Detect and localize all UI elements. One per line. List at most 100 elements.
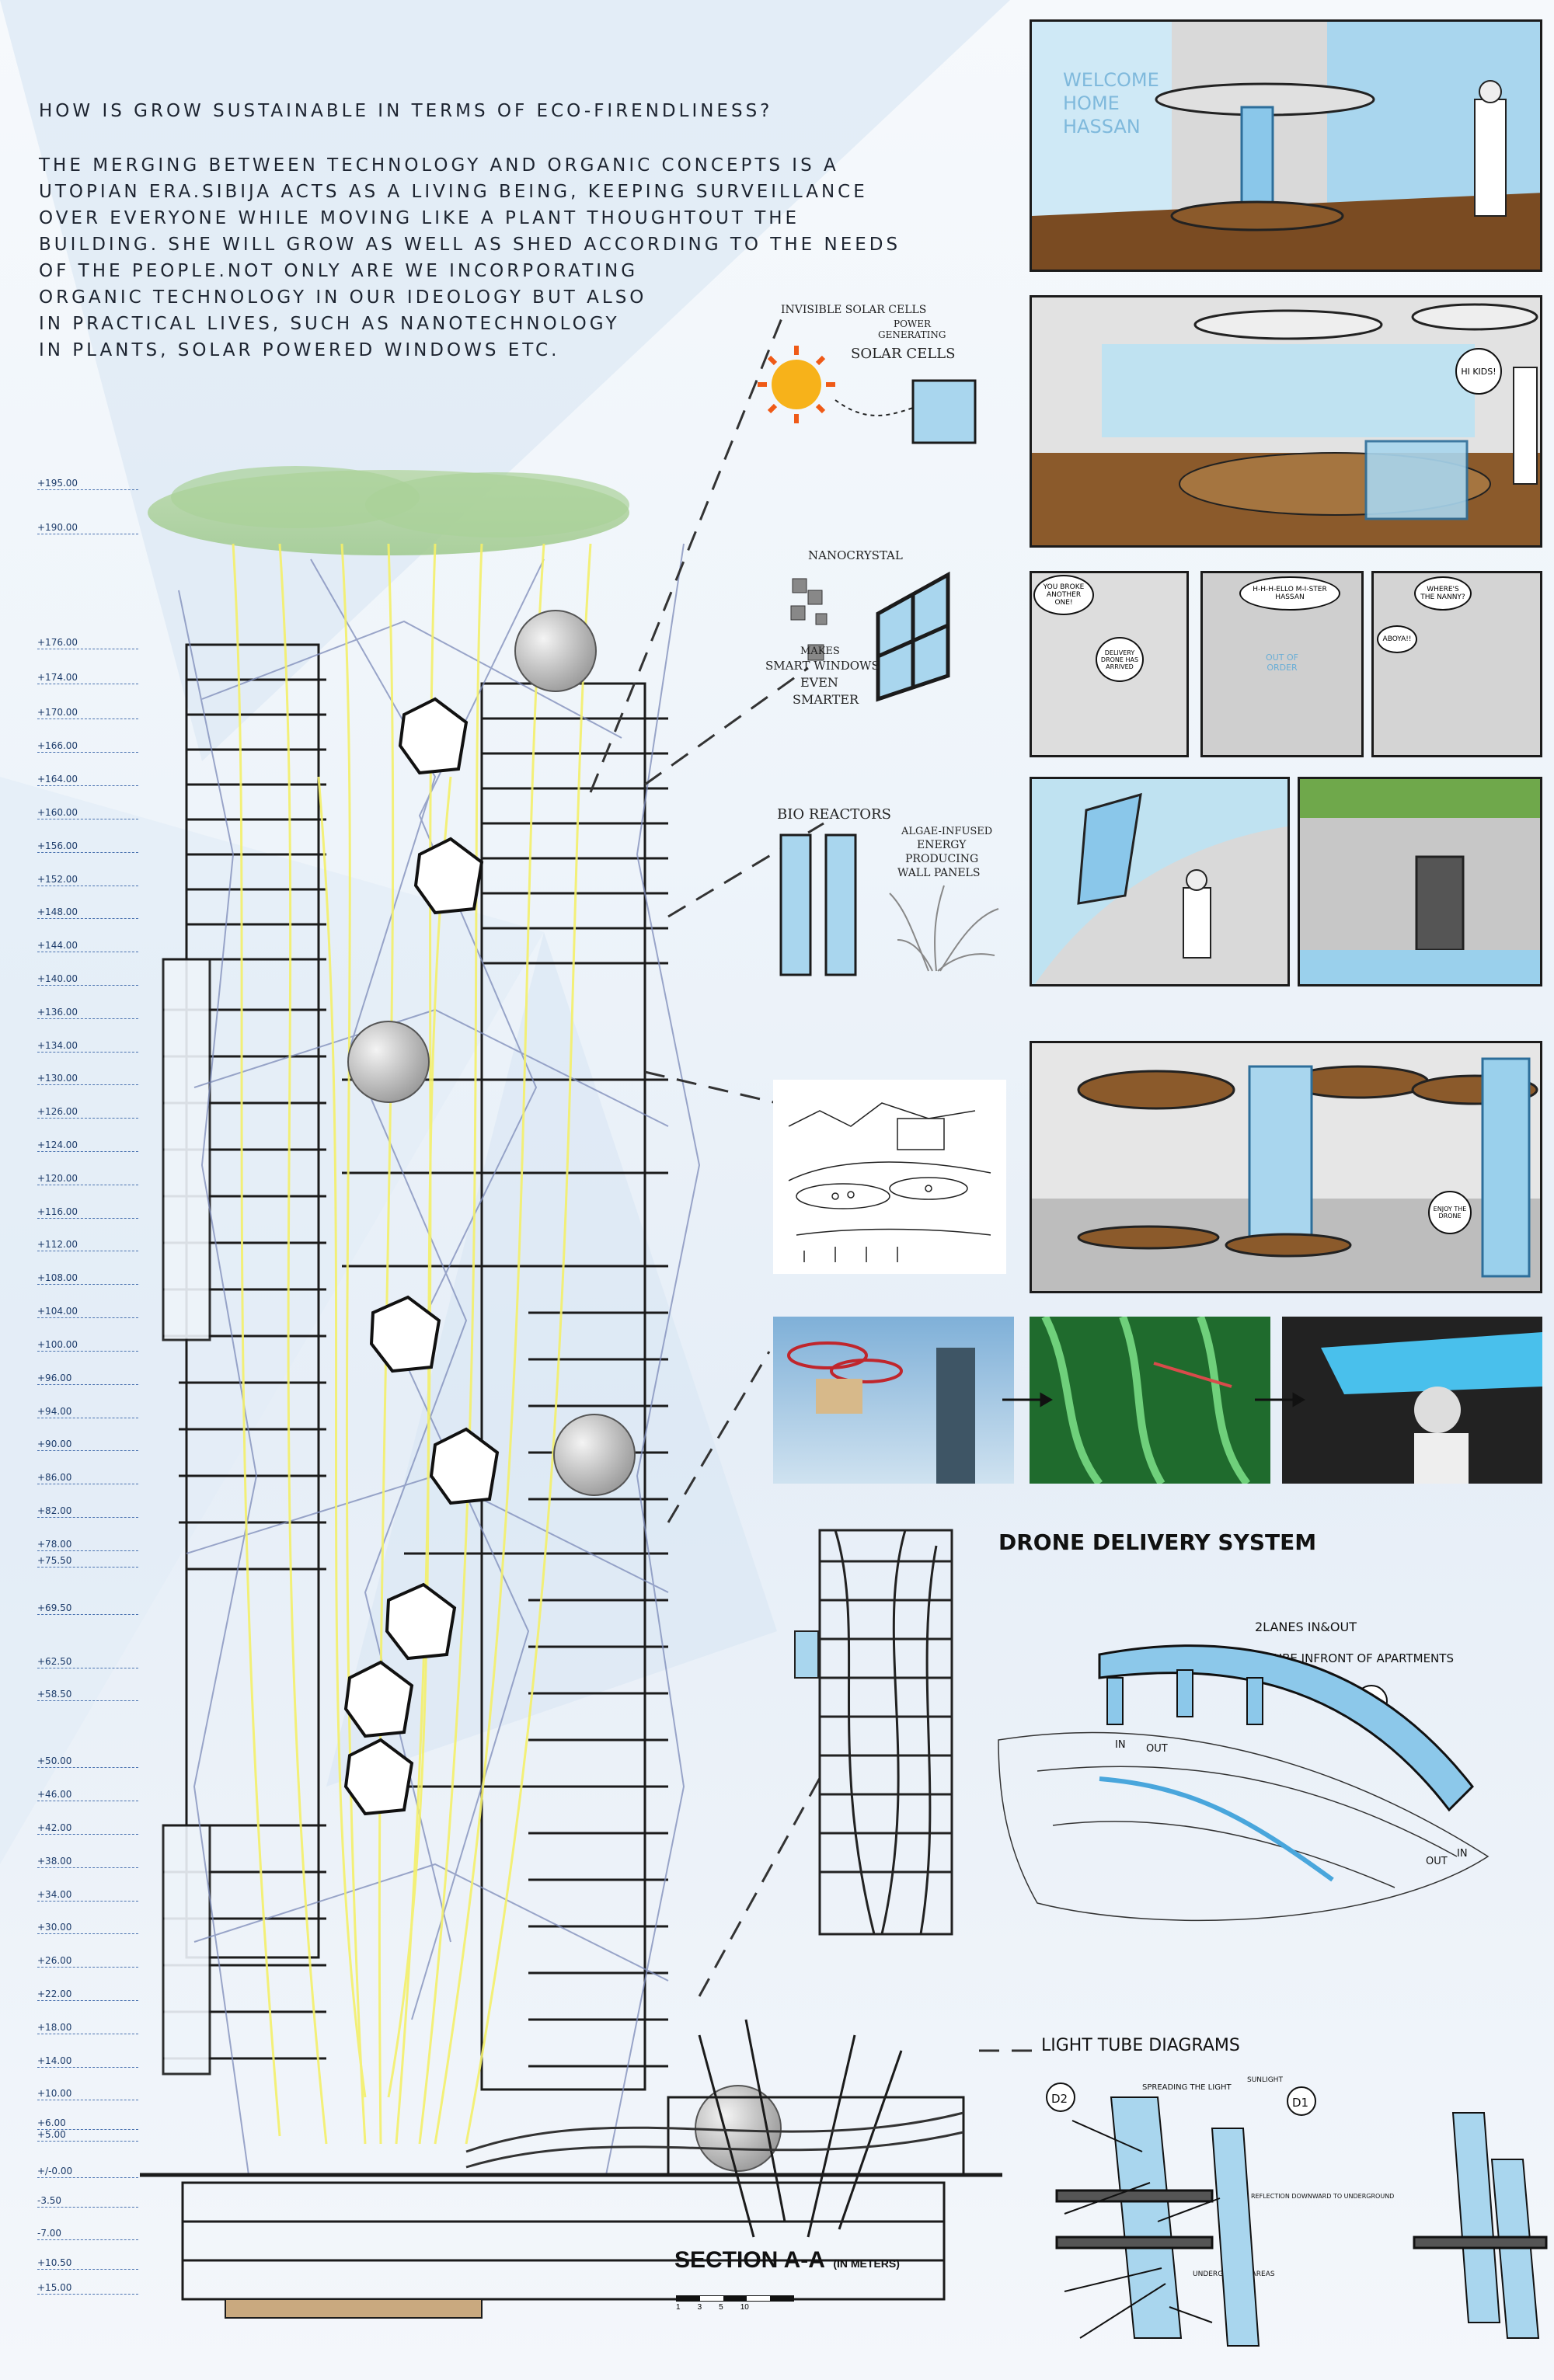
speech-bubble: YOU BROKE ANOTHER ONE!: [1033, 575, 1094, 615]
right-tower: [342, 682, 668, 2091]
solar-line-4: SOLAR CELLS: [851, 346, 955, 362]
nano-line-3: EVEN: [800, 675, 838, 690]
bio-line-3: PRODUCING: [905, 853, 978, 865]
light-spread: SPREADING THE LIGHT: [1142, 2083, 1232, 2092]
elevation-label: +18.00: [37, 2022, 140, 2034]
elevation-label: +164.00: [37, 774, 139, 786]
elevation-label: +160.00: [37, 807, 139, 819]
intro-line: ORGANIC TECHNOLOGY IN OUR IDEOLOGY BUT A…: [39, 287, 647, 308]
intro-line: BUILDING. SHE WILL GROW AS WELL AS SHED …: [39, 235, 901, 255]
elevation-label: +134.00: [37, 1040, 139, 1053]
tag-d2: [1046, 2082, 1075, 2112]
scale-tick: 5: [719, 2303, 723, 2312]
elevation-label: +148.00: [37, 906, 139, 919]
tag-d1-label: D1: [1292, 2096, 1308, 2110]
comic-panel-welcome: WELCOME HOME HASSAN: [1030, 19, 1542, 272]
garden-sketch: [773, 1080, 1006, 1274]
elevation-label: +10.50: [37, 2257, 140, 2270]
glass-sphere: [553, 1414, 636, 1496]
drone-delivery-diagram: DRONE DELIVERY SYSTEM 2LANES IN&OUT TUBE…: [998, 1529, 1490, 1922]
speech-bubble: ABOYA!!: [1377, 625, 1417, 653]
intro-question: HOW IS GROW SUSTAINABLE IN TERMS OF ECO-…: [39, 101, 773, 121]
elevation-label: +140.00: [37, 973, 139, 986]
glass-sphere: [347, 1021, 430, 1103]
sun-icon: [758, 346, 835, 423]
elevation-label: +116.00: [37, 1206, 139, 1219]
elevation-label: +46.00: [37, 1789, 140, 1801]
bio-line-2: ENERGY: [917, 839, 967, 851]
light-tube-marker: [794, 1630, 819, 1679]
elevation-label: +166.00: [37, 740, 139, 753]
elevation-label: +69.50: [37, 1602, 140, 1615]
scale-tick: 3: [697, 2303, 702, 2312]
comic-panel-door: [1298, 777, 1542, 986]
podium: [140, 2019, 1002, 2301]
tower-diagram: [794, 1529, 953, 1936]
elevation-label: +30.00: [37, 1922, 140, 1934]
smart-window-icon: [876, 571, 950, 702]
elevation-label: +14.00: [37, 2055, 140, 2068]
elevation-label: +50.00: [37, 1755, 140, 1768]
comic-panel-living-room: HI KIDS!: [1030, 295, 1542, 548]
scale-tick: 1: [676, 2303, 681, 2312]
elevation-label: +124.00: [37, 1140, 139, 1152]
elevation-label: +126.00: [37, 1106, 139, 1119]
elevation-label: +108.00: [37, 1272, 139, 1285]
render-delivery: [1282, 1317, 1542, 1484]
solar-callout: INVISIBLE SOLAR CELLS POWER GENERATING S…: [758, 304, 977, 444]
elevation-label: +96.00: [37, 1373, 140, 1385]
bio-reactors-callout: BIO REACTORS ALGAE-INFUSED ENERGY PRODUC…: [777, 806, 999, 976]
nano-line-2: SMART WINDOWS: [765, 659, 880, 673]
scale-bar: 1 3 5 10: [676, 2295, 794, 2312]
elevation-label: +6.00: [37, 2117, 138, 2130]
nano-line-4: SMARTER: [793, 692, 859, 707]
solar-panel: [911, 379, 977, 444]
light-tube-diagrams: LIGHT TUBE DIAGRAMS D2 D1 SPREADING THE …: [1041, 2036, 1548, 2347]
speech-bubble: HI KIDS!: [1455, 348, 1502, 395]
elevation-label: +62.50: [37, 1656, 140, 1668]
intro-line: OF THE PEOPLE.NOT ONLY ARE WE INCORPORAT…: [39, 261, 639, 281]
light-title: LIGHT TUBE DIAGRAMS: [1041, 2036, 1240, 2055]
tag-d1: [1287, 2086, 1316, 2116]
solar-line-1: INVISIBLE SOLAR CELLS: [781, 304, 926, 316]
drone-title: DRONE DELIVERY SYSTEM: [998, 1529, 1316, 1555]
nano-line-1: MAKES: [800, 645, 840, 657]
robot-screen-text: OUT OF ORDER: [1266, 652, 1298, 673]
leader-lines: [589, 310, 1041, 2052]
elevation-label: +152.00: [37, 874, 139, 886]
intro-line: IN PRACTICAL LIVES, SUCH AS NANOTECHNOLO…: [39, 314, 620, 334]
section-title: SECTION A-A: [674, 2247, 825, 2273]
elevation-label: +176.00: [37, 637, 139, 649]
welcome-wall-text: WELCOME HOME HASSAN: [1063, 69, 1159, 137]
elevation-label: +174.00: [37, 672, 139, 684]
solar-line-3: GENERATING: [878, 329, 946, 340]
section-title-block: SECTION A-A (IN METERS): [674, 2247, 900, 2274]
elevation-label: +75.50: [37, 1555, 140, 1568]
speech-bubble: ENJOY THE DRONE: [1428, 1191, 1472, 1234]
elevation-label: +22.00: [37, 1989, 140, 2001]
elevation-label: +100.00: [37, 1339, 139, 1352]
elevation-label: +10.00: [37, 2088, 140, 2100]
elevation-label: +34.00: [37, 1889, 140, 1902]
elevation-label: +156.00: [37, 840, 139, 853]
bio-panel-icon: [779, 833, 857, 976]
algae-icon: [889, 885, 999, 972]
nanocrystal-icon: [790, 578, 828, 661]
elevation-label: +170.00: [37, 707, 139, 719]
speech-bubble: WHERE'S THE NANNY?: [1414, 576, 1472, 611]
scale-tick: 10: [740, 2303, 749, 2312]
nanocrystal-callout: NANOCRYSTAL MAKES SMART WINDOWS EVEN SMA…: [765, 548, 950, 707]
light-tubes: [232, 543, 592, 2145]
speech-bubble: H-H-H-ELLO M-I-STER HASSAN: [1239, 576, 1340, 611]
elevation-label: +130.00: [37, 1073, 139, 1085]
drone-tube: TUBE INFRONT OF APARTMENTS: [1266, 1651, 1454, 1665]
speech-bubble: DELIVERY DRONE HAS ARRIVED: [1096, 637, 1144, 682]
elevation-label: +82.00: [37, 1505, 140, 1518]
bio-title: BIO REACTORS: [777, 806, 891, 823]
comic-panel-kiosk: ENJOY THE DRONE: [1030, 1041, 1542, 1293]
drone-lanes: 2LANES IN&OUT: [1255, 1620, 1357, 1634]
intro-line: OVER EVERYONE WHILE MOVING LIKE A PLANT …: [39, 208, 800, 228]
elevation-label: +144.00: [37, 940, 139, 952]
